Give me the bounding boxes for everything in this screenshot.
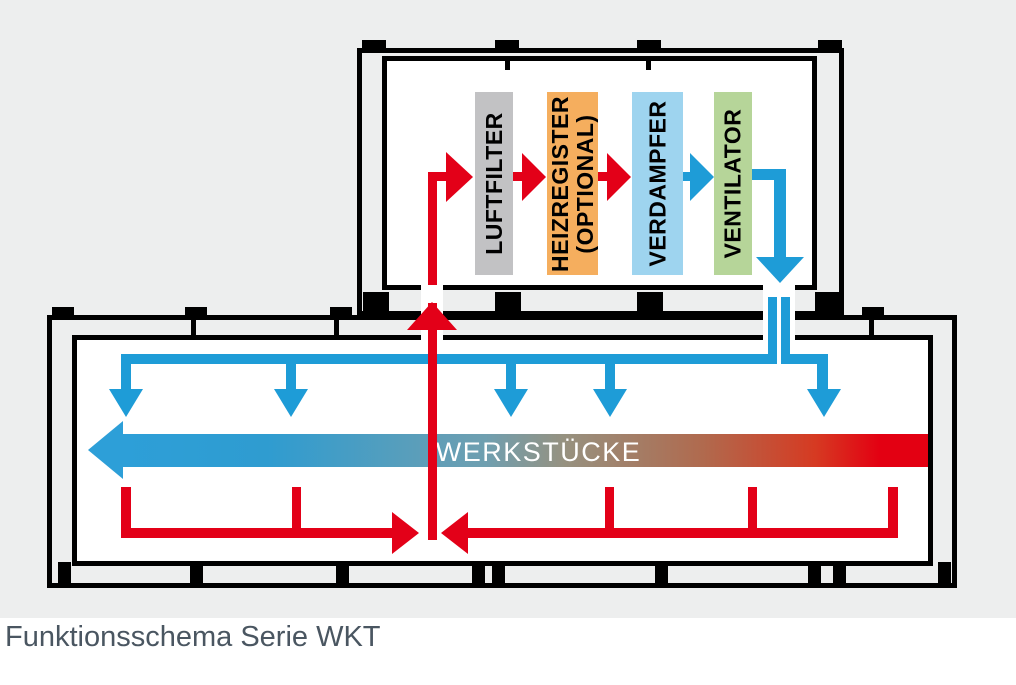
flow-arrow-down-icon: [274, 389, 308, 417]
cap-icon: [862, 307, 884, 316]
diagram-caption: Funktionsschema Serie WKT: [5, 621, 381, 653]
foot-icon: [58, 562, 71, 586]
cap-icon: [818, 40, 842, 49]
panel-joint-icon: [191, 320, 196, 336]
flow-arrow-down-icon: [756, 257, 804, 283]
hot-air-riser-line: [428, 172, 437, 285]
return-stub: [292, 487, 301, 528]
foot-icon: [492, 562, 505, 586]
panel-joint-icon: [869, 320, 874, 336]
flow-arrow-up-icon: [407, 302, 457, 330]
workpieces-arrow-head-icon: [88, 421, 123, 479]
cap-icon: [330, 307, 352, 316]
cap-icon: [52, 307, 74, 316]
component-label: VERDAMPFER: [644, 100, 671, 267]
return-stub: [605, 487, 614, 528]
flow-arrow-down-icon: [593, 389, 627, 417]
flow-arrow-right-icon: [690, 153, 714, 201]
foot-icon: [472, 562, 485, 586]
drop-stem: [286, 364, 296, 389]
return-stub: [121, 487, 131, 538]
drop-stem: [121, 354, 131, 389]
cap-icon: [185, 307, 207, 316]
return-stub: [888, 487, 898, 538]
cap-icon: [495, 40, 519, 49]
component-label: LUFTFILTER: [480, 112, 507, 255]
fan-outlet-line: [752, 169, 786, 180]
component-heating-register: HEIZREGISTER (OPTIONAL): [547, 92, 598, 275]
workpieces-arrow-body: [123, 434, 928, 467]
foot-icon: [336, 562, 349, 586]
hot-air-entry-line: [428, 172, 447, 181]
air-distribution-line: [121, 354, 772, 364]
flow-arrow-left-icon: [441, 512, 468, 554]
flow-arrow-right-icon: [392, 512, 419, 554]
foot-icon: [938, 562, 951, 586]
component-evaporator: VERDAMPFER: [632, 92, 683, 275]
flow-arrow-right-icon: [446, 152, 473, 202]
duct-branch-line: [781, 354, 828, 364]
cap-icon: [637, 40, 661, 49]
flow-line: [513, 172, 523, 181]
caption-band: [0, 618, 1016, 685]
duct-line: [781, 297, 790, 357]
panel-joint-icon: [334, 320, 339, 336]
foot-icon: [815, 292, 841, 314]
foot-icon: [495, 292, 521, 314]
drop-stem: [605, 364, 615, 389]
foot-icon: [190, 562, 203, 586]
fan-outlet-drop: [774, 169, 786, 257]
drop-stem: [506, 364, 516, 389]
component-label: VENTILATOR: [719, 108, 746, 259]
component-air-filter: LUFTFILTER: [475, 92, 513, 275]
workpieces-label: WERKSTÜCKE: [435, 437, 642, 467]
component-fan: VENTILATOR: [714, 92, 752, 275]
flow-arrow-down-icon: [109, 389, 143, 417]
panel-joint-icon: [505, 56, 510, 70]
foot-icon: [833, 562, 846, 586]
cap-icon: [362, 40, 386, 49]
return-riser-line: [428, 303, 437, 540]
duct-line: [768, 297, 777, 364]
flow-line: [598, 172, 608, 181]
panel-joint-icon: [646, 56, 651, 70]
foot-icon: [808, 562, 821, 586]
component-label: HEIZREGISTER (OPTIONAL): [546, 95, 598, 272]
return-stub: [748, 487, 757, 528]
return-line-left: [121, 528, 393, 538]
foot-icon: [363, 292, 389, 314]
flow-arrow-right-icon: [522, 153, 546, 201]
flow-arrow-down-icon: [807, 389, 841, 417]
return-line-right: [468, 528, 898, 538]
flow-arrow-right-icon: [607, 153, 631, 201]
duct-branch-drop: [817, 354, 828, 390]
flow-line: [683, 172, 692, 181]
flow-arrow-down-icon: [494, 389, 528, 417]
foot-icon: [637, 292, 663, 314]
foot-icon: [655, 562, 668, 586]
